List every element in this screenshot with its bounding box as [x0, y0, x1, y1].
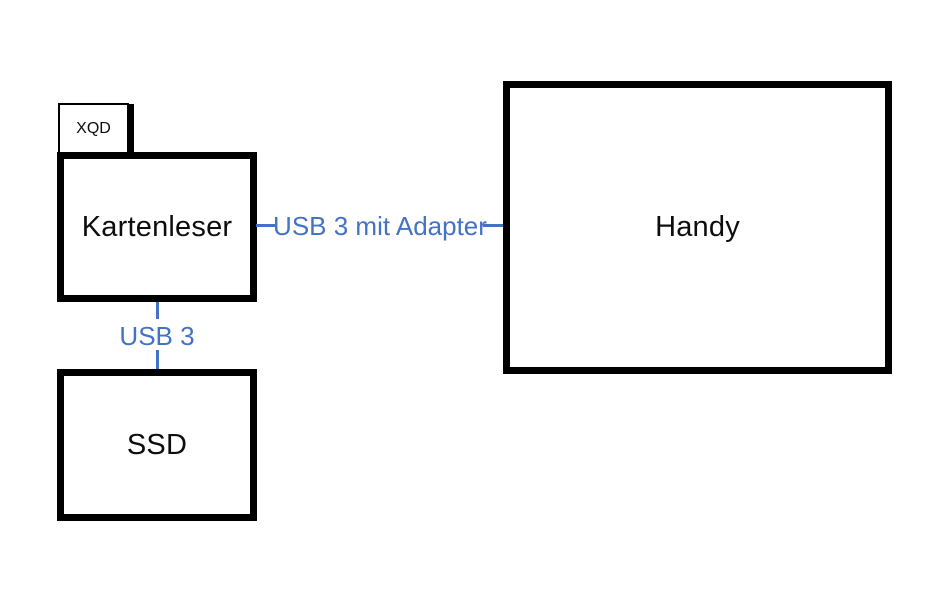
xqd-card-box: XQD [58, 103, 129, 154]
connector-usb3-segment-bottom [156, 350, 159, 369]
kartenleser-label: Kartenleser [81, 210, 233, 243]
connector-usb3-adapter-label: USB 3 mit Adapter [273, 211, 487, 241]
connector-usb3-adapter-segment-right [483, 224, 503, 227]
kartenleser-box: Kartenleser [57, 152, 257, 302]
handy-label: Handy [655, 211, 740, 243]
connector-usb3-label: USB 3 [119, 321, 195, 351]
handy-box: Handy [503, 81, 892, 374]
xqd-card-label: XQD [76, 119, 111, 137]
connector-usb3-adapter-segment-left [256, 224, 277, 227]
ssd-box: SSD [57, 369, 257, 521]
ssd-label: SSD [126, 428, 188, 461]
connector-usb3-segment-top [156, 302, 159, 319]
